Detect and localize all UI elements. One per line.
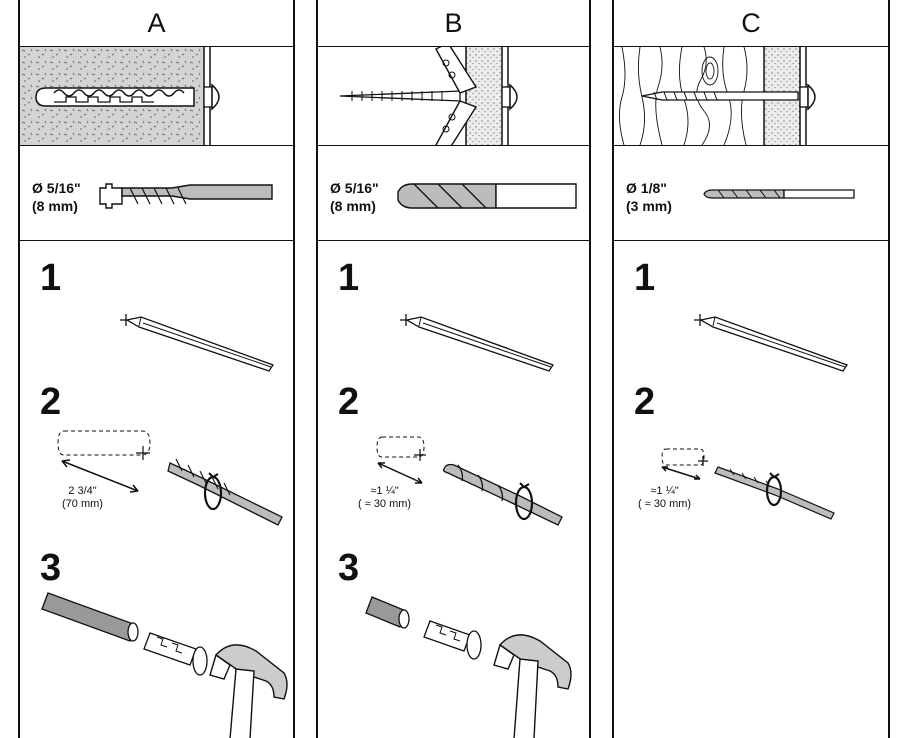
column-a: A Ø 5/16" (8 mm) [18,0,295,738]
step-number: 2 [338,381,360,423]
wood-screw-icon [619,47,816,145]
depth-label: ≈1 ¼" ( ≈ 30 mm) [358,485,412,510]
wall-plug-icon [661,448,708,480]
drill-bit-section: Ø 5/16" (8 mm) [20,146,293,241]
drill-bit-section: Ø 1/8" (3 mm) [614,146,888,241]
wood-screw-scene [614,47,888,146]
drill-bit-icon [99,183,273,209]
drill-icon [167,458,283,526]
toggle-anchor-icon [339,47,518,145]
pencil-icon [400,314,554,372]
steps-section: 1 2 3 [318,241,589,738]
steps-section: 1 2 3 [20,241,293,738]
column-header: A [20,0,293,47]
step-number: 2 [40,381,62,423]
concrete-wall-anchor-icon [20,47,220,145]
drill-bit-section: Ø 5/16" (8 mm) [318,146,589,241]
pencil-icon [694,314,848,372]
wall-plug-icon [41,592,208,676]
step-number: 1 [338,257,360,299]
column-header: B [318,0,589,47]
step-number: 3 [40,547,62,589]
column-header: C [614,0,888,47]
wall-plug-icon [376,436,426,484]
drill-icon [442,463,563,526]
hammer-icon [209,644,288,738]
bit-size-label: Ø 5/16" (8 mm) [330,180,379,214]
hammer-icon [493,634,572,738]
drill-bit-icon [703,189,855,199]
bit-size-label: Ø 1/8" (3 mm) [626,180,672,214]
step-number: 1 [634,257,656,299]
step-number: 3 [338,547,360,589]
steps-section: 1 2 ≈1 ¼" ( ≈ 30 mm) [614,241,888,738]
concrete-anchor-scene [20,47,293,146]
wall-plug-icon [365,596,482,660]
drill-bit-icon [397,183,577,209]
step-number: 2 [634,381,656,423]
depth-label: 2 3/4" (70 mm) [62,485,103,510]
step-number: 1 [40,257,62,299]
bit-size-label: Ø 5/16" (8 mm) [32,180,81,214]
depth-label: ≈1 ¼" ( ≈ 30 mm) [638,485,692,510]
column-c: C [612,0,890,738]
drill-icon [714,466,835,520]
toggle-anchor-scene [318,47,589,146]
column-b: B Ø 5/16" [316,0,591,738]
pencil-icon [120,314,274,372]
wall-plug-icon [57,430,151,493]
